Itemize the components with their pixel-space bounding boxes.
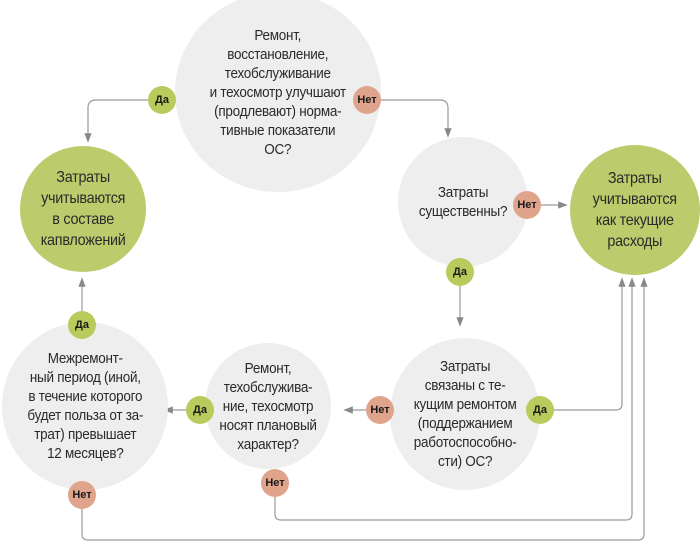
line-improve-yes: [84, 99, 148, 143]
node-text: Затраты учитываются в составе капвложени…: [40, 169, 126, 249]
question-improve: Ремонт, восстановление, техобслуживание …: [175, 0, 381, 192]
node-text: Межремонт- ный период (иной, в течение к…: [27, 350, 143, 462]
no-badge: Нет: [353, 86, 381, 114]
no-badge: Нет: [366, 396, 394, 424]
node-text: Затраты учитываются как текущие расходы: [592, 170, 678, 250]
question-current-repair: Затраты связаны с те- кущим ремонтом (по…: [390, 338, 540, 490]
no-badge: Нет: [68, 481, 96, 509]
node-text: Ремонт, восстановление, техобслуживание …: [209, 26, 347, 158]
yes-badge: Да: [186, 396, 214, 424]
question-planned: Ремонт, техобслужива- ние, техосмотр нос…: [205, 343, 331, 469]
no-badge: Нет: [261, 469, 289, 497]
node-text: Затраты связаны с те- кущим ремонтом (по…: [413, 358, 517, 470]
question-significant: Затраты существенны?: [398, 137, 528, 267]
yes-badge: Да: [446, 258, 474, 286]
line-period-no: [81, 277, 648, 541]
question-period: Межремонт- ный период (иной, в течение к…: [2, 322, 168, 490]
line-current-yes: [554, 277, 626, 411]
yes-badge: Да: [148, 86, 176, 114]
line-improve-no: [381, 99, 452, 138]
no-badge: Нет: [513, 191, 541, 219]
node-text: Ремонт, техобслужива- ние, техосмотр нос…: [219, 359, 317, 453]
result-current-expenses: Затраты учитываются как текущие расходы: [570, 145, 700, 275]
result-capital-investments: Затраты учитываются в составе капвложени…: [20, 146, 146, 272]
node-text: Затраты существенны?: [418, 184, 508, 220]
yes-badge: Да: [68, 311, 96, 339]
yes-badge: Да: [526, 396, 554, 424]
line-planned-no: [274, 277, 636, 521]
